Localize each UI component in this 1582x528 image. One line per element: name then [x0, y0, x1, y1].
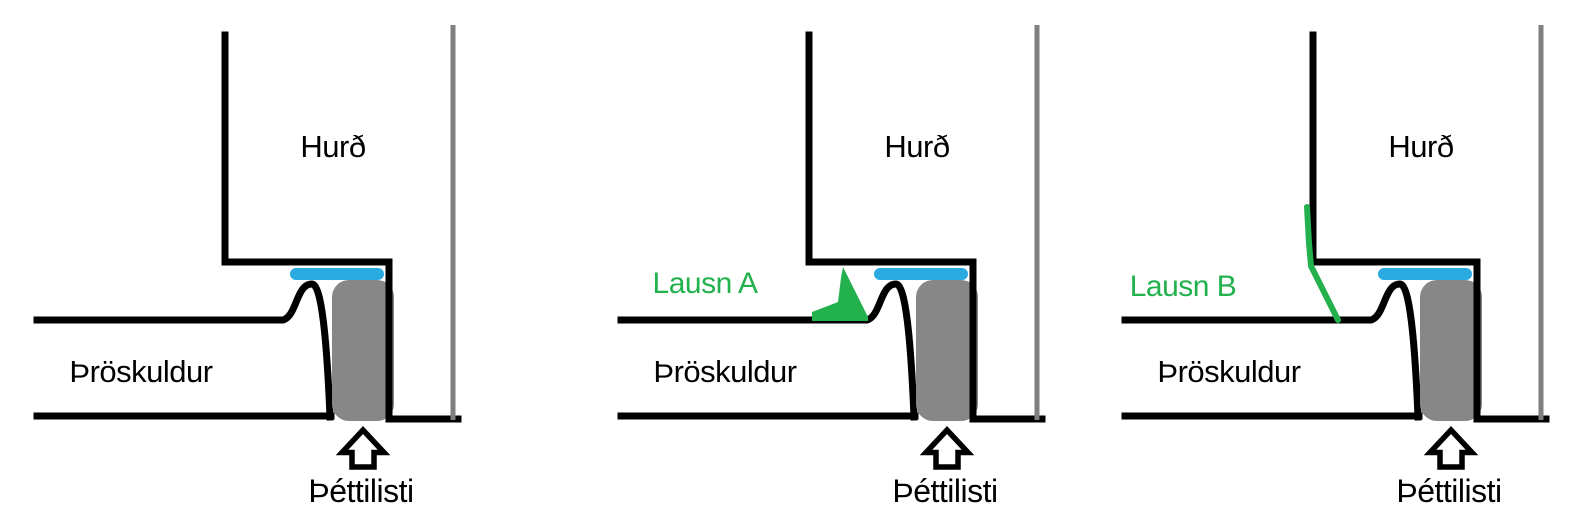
threshold-outline — [33, 280, 334, 421]
solution-b-flap-strip — [1304, 204, 1341, 323]
seal-contact-strip — [1378, 268, 1472, 280]
gasket-label: Þéttilisti — [1396, 473, 1501, 509]
threshold-outline — [1121, 280, 1422, 421]
up-arrow-icon — [335, 425, 391, 470]
gasket-label: Þéttilisti — [892, 473, 997, 509]
up-arrow-icon — [919, 425, 975, 470]
threshold-label: Þröskuldur — [1157, 354, 1300, 389]
door-label: Hurð — [300, 129, 365, 164]
panel-current-situation: Hurð Þröskuldur Þéttilisti — [33, 25, 462, 509]
door-outline — [1309, 31, 1481, 423]
panel-solution-a: Hurð Lausn A Þröskuldur Þéttilisti — [617, 25, 1046, 509]
panel-solution-b: Hurð Lausn B Þröskuldur Þéttilisti — [1121, 25, 1550, 509]
gasket-label: Þéttilisti — [308, 473, 413, 509]
gasket-strip — [916, 280, 978, 421]
threshold-label: Þröskuldur — [653, 354, 796, 389]
solution-a-wedge — [812, 267, 868, 321]
door-outline — [221, 31, 393, 423]
gasket-strip — [332, 280, 394, 421]
gasket-strip — [1420, 280, 1482, 421]
solution-a-label: Lausn A — [653, 267, 758, 300]
up-arrow-icon — [1423, 425, 1479, 470]
threshold-label: Þröskuldur — [69, 354, 212, 389]
door-outline — [805, 31, 977, 423]
door-label: Hurð — [1388, 129, 1453, 164]
seal-contact-strip — [290, 268, 384, 280]
threshold-outline — [617, 280, 918, 421]
solution-b-label: Lausn B — [1130, 270, 1237, 303]
seal-contact-strip — [874, 268, 968, 280]
door-label: Hurð — [884, 129, 949, 164]
